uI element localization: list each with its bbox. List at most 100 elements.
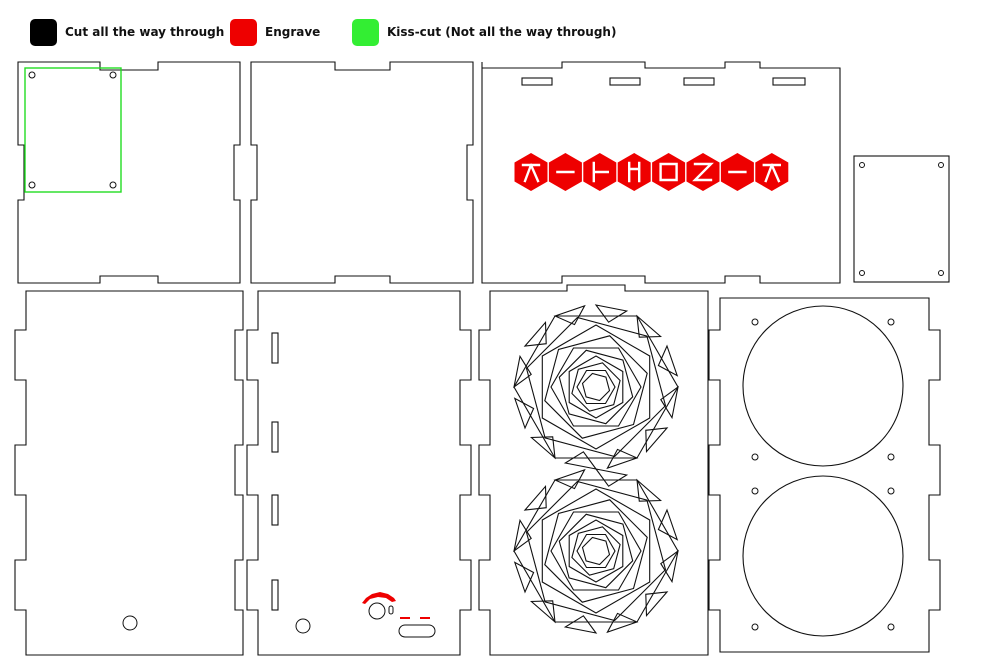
speaker-grille-top [513,304,679,470]
mount-hole [887,487,895,495]
grille-vent [660,549,679,584]
panel-small-plate [853,155,950,283]
engraved-glyph [659,162,678,182]
grille-vent [606,612,639,634]
grille-vent [636,478,663,502]
cable-hole [122,615,138,631]
mount-hole [938,270,944,276]
tab-slot [521,77,553,86]
small-slot [388,605,394,615]
panel-bottom-second [246,290,472,656]
mount-hole [751,623,759,631]
mount-hole [859,162,865,168]
grille-vent [563,615,598,634]
engraved-hexagon [617,153,651,191]
grille-vent [529,600,556,624]
mount-hole [109,71,117,79]
mount-hole [938,162,944,168]
legend-swatch-engrave [230,18,257,46]
grille-vent [645,427,669,454]
speaker-grille-bottom [513,468,679,634]
grille-hexagon [550,347,642,427]
grille-hexagon [558,513,634,589]
grille-hexagon [571,526,621,576]
mount-hole [751,453,759,461]
switch-engraving-left [400,617,410,619]
grille-hexagon [568,355,624,419]
legend-label-engrave: Engrave [265,25,321,39]
legend-swatch-kiss-cut [352,18,379,46]
mount-hole [887,453,895,461]
panel-grille [478,284,709,656]
grille-vent [594,468,629,487]
grille-hexagon [525,480,667,622]
legend-label-cut: Cut all the way through [65,25,225,39]
grille-vent [645,591,669,618]
grille-vent [606,448,639,470]
panel-speaker-mount [708,297,941,653]
grille-vent [523,484,547,511]
grille-hexagon [558,349,634,425]
panel-top-long [481,61,841,284]
engraved-glyph [592,161,609,183]
grille-hexagon [544,499,648,603]
grille-hexagon [513,315,679,459]
engraved-glyph [762,163,781,183]
grille-hexagon [568,519,624,583]
grille-vent [553,304,586,326]
mount-hole [28,71,36,79]
engraved-glyph [692,162,714,182]
grille-vent [660,385,679,420]
grille-hexagon [541,324,651,450]
panel-top-middle [250,61,474,284]
mount-hole [28,181,36,189]
engraved-glyph [521,163,541,183]
grille-hexagon [513,479,679,623]
grille-vent [523,320,547,347]
panel-top-left [17,61,241,284]
kiss-cut-outline [24,67,122,193]
tab-slot [271,332,279,364]
mount-hole [751,318,759,326]
grille-hexagon [550,511,642,591]
legend-label-kiss-cut: Kiss-cut (Not all the way through) [387,25,617,39]
grille-vent [513,518,532,553]
engraved-glyph [628,161,641,183]
grille-vent [636,314,663,338]
volume-engraving [362,592,396,604]
grille-hexagon [525,316,667,458]
knob-hole [368,602,386,620]
legend-swatch-cut [30,18,57,46]
grille-vent [513,397,535,430]
grille-hexagon [541,488,651,614]
engraved-hexagon [755,153,789,191]
grille-vent [657,344,679,377]
tab-slot [609,77,641,86]
grille-vent [553,468,586,490]
engraved-hexagon [514,153,548,191]
engraved-hexagon [652,153,686,191]
grille-hexagon [581,536,611,566]
switch-slot [398,624,436,638]
grille-hexagon [576,369,616,405]
mount-hole [887,623,895,631]
grille-hexagon [571,362,621,412]
switch-engraving-right [420,617,430,619]
legend-item-kiss-cut: Kiss-cut (Not all the way through) [352,18,616,46]
speaker-cutout-bottom [742,475,904,637]
tab-slot [271,421,279,453]
tab-slot [772,77,806,86]
tab-slot [683,77,715,86]
grille-hexagon [576,533,616,569]
grille-vent [563,451,598,470]
legend-item-cut: Cut all the way through [30,18,224,46]
grille-vent [513,561,535,594]
mount-hole [751,487,759,495]
speaker-cutout-top [742,305,904,467]
engraved-logo [514,153,789,191]
mount-hole [109,181,117,189]
grille-vent [529,436,556,460]
cable-hole [295,618,311,634]
